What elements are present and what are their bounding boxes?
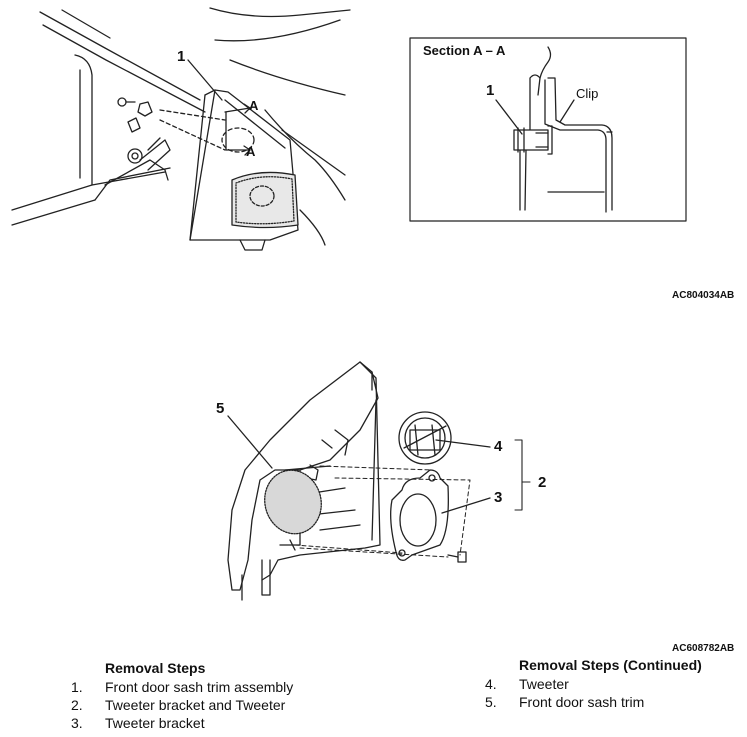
step-number: 3. bbox=[71, 715, 83, 731]
door-mount-clips bbox=[104, 97, 171, 186]
tweeter bbox=[398, 411, 452, 465]
callout-3: 3 bbox=[494, 489, 503, 506]
step-number: 5. bbox=[485, 694, 497, 710]
group-bracket-2 bbox=[514, 439, 531, 511]
callout-2: 2 bbox=[538, 474, 547, 491]
trim-grille bbox=[264, 469, 322, 535]
tweeter-grille bbox=[231, 171, 299, 229]
clip-label: Clip bbox=[576, 86, 599, 101]
step-text: Tweeter bracket bbox=[105, 715, 205, 731]
section-a-a-box bbox=[409, 37, 687, 222]
tweeter-bracket bbox=[390, 469, 449, 561]
figure2-leaders bbox=[227, 415, 491, 514]
removal-steps-title: Removal Steps bbox=[105, 660, 206, 676]
door-frame-lines bbox=[11, 7, 351, 246]
section-a-a-drawing bbox=[495, 46, 613, 213]
step-text: Front door sash trim assembly bbox=[105, 679, 294, 695]
step-number: 1. bbox=[71, 679, 83, 695]
figure1-code: AC804034AB bbox=[672, 290, 735, 301]
section-title: Section A – A bbox=[423, 43, 506, 58]
section-a-arrows bbox=[224, 103, 251, 156]
step-number: 2. bbox=[71, 697, 83, 713]
removal-steps-continued-title: Removal Steps (Continued) bbox=[519, 657, 702, 673]
section-callout-1: 1 bbox=[486, 82, 495, 99]
front-door-sash-trim bbox=[227, 361, 381, 601]
removal-step-item: 1. Front door sash trim assembly bbox=[71, 679, 293, 695]
callout-4: 4 bbox=[494, 438, 503, 455]
section-arrow-label-lower: A bbox=[246, 144, 256, 159]
step-number: 4. bbox=[485, 676, 497, 692]
bracket-screw bbox=[447, 551, 467, 563]
sash-trim-panel bbox=[189, 89, 299, 251]
callout-1-leader bbox=[187, 59, 223, 101]
figure2-code: AC608782AB bbox=[672, 643, 735, 654]
step-text: Tweeter bbox=[519, 676, 569, 692]
step-text: Front door sash trim bbox=[519, 694, 645, 710]
removal-step-item: 3. Tweeter bracket bbox=[71, 715, 205, 731]
hidden-clip-outline bbox=[159, 109, 255, 153]
callout-1: 1 bbox=[177, 48, 186, 65]
removal-step-item: 4. Tweeter bbox=[485, 676, 569, 692]
removal-step-item: 2. Tweeter bracket and Tweeter bbox=[71, 697, 285, 713]
callout-5: 5 bbox=[216, 400, 225, 417]
removal-step-item: 5. Front door sash trim bbox=[485, 694, 644, 710]
step-text: Tweeter bracket and Tweeter bbox=[105, 697, 286, 713]
section-arrow-label-upper: A bbox=[249, 98, 259, 113]
assembly-guide-lines bbox=[294, 465, 471, 558]
